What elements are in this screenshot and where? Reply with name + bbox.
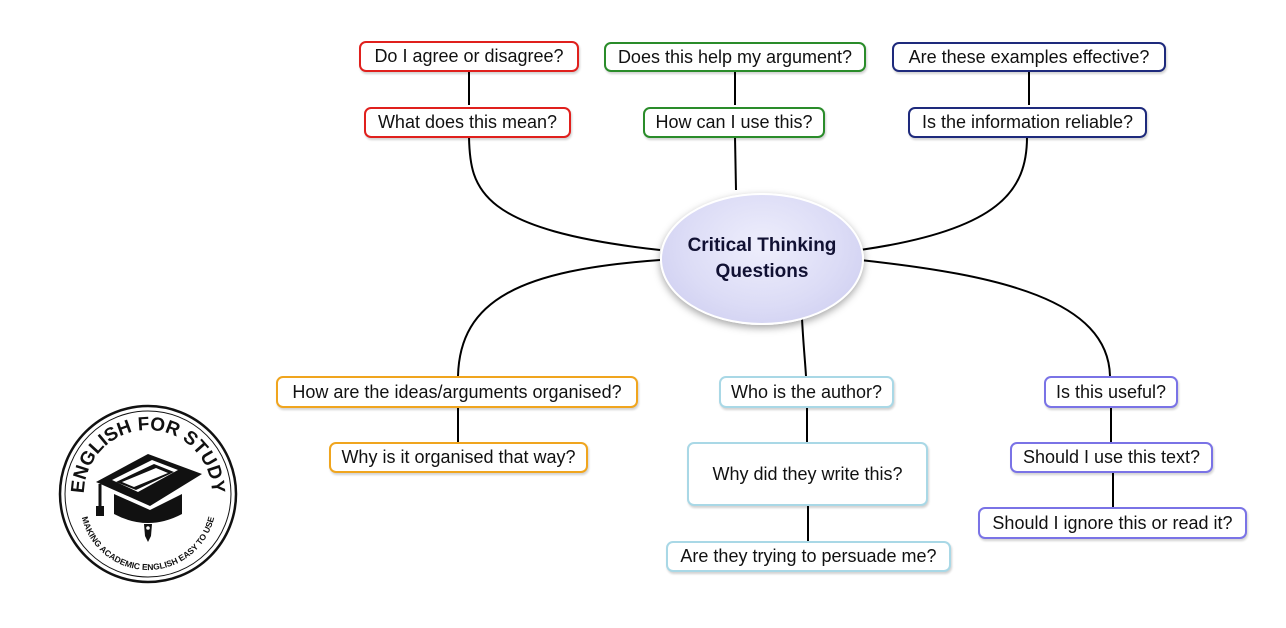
node-how-can-i-use-this[interactable]: How can I use this? [643, 107, 825, 138]
node-should-i-use-this-text[interactable]: Should I use this text? [1010, 442, 1213, 473]
node-what-does-this-mean[interactable]: What does this mean? [364, 107, 571, 138]
graduation-cap-icon [96, 454, 202, 542]
central-topic-label: Critical Thinking Questions [687, 235, 837, 282]
node-how-are-ideas-organised[interactable]: How are the ideas/arguments organised? [276, 376, 638, 408]
connector-line [468, 136, 661, 251]
node-is-this-useful[interactable]: Is this useful? [1044, 376, 1178, 408]
node-why-did-they-write-this[interactable]: Why did they write this? [687, 442, 928, 506]
node-are-they-trying-to-persuade[interactable]: Are they trying to persuade me? [666, 541, 951, 572]
connector-line [734, 136, 737, 191]
connector-line [801, 317, 807, 377]
central-topic-node[interactable]: Critical Thinking Questions [660, 193, 864, 325]
connector-line [457, 259, 661, 377]
node-do-i-agree[interactable]: Do I agree or disagree? [359, 41, 579, 72]
node-does-this-help-my-argument[interactable]: Does this help my argument? [604, 42, 866, 72]
node-should-i-ignore-or-read[interactable]: Should I ignore this or read it? [978, 507, 1247, 539]
node-why-is-it-organised[interactable]: Why is it organised that way? [329, 442, 588, 473]
node-are-these-examples-effective[interactable]: Are these examples effective? [892, 42, 1166, 72]
node-who-is-the-author[interactable]: Who is the author? [719, 376, 894, 408]
connector-line [859, 259, 1111, 377]
connector-line [859, 136, 1028, 251]
english-for-study-logo: ENGLISH FOR STUDY MAKING ACADEMIC ENGLIS… [58, 404, 238, 584]
node-is-the-information-reliable[interactable]: Is the information reliable? [908, 107, 1147, 138]
